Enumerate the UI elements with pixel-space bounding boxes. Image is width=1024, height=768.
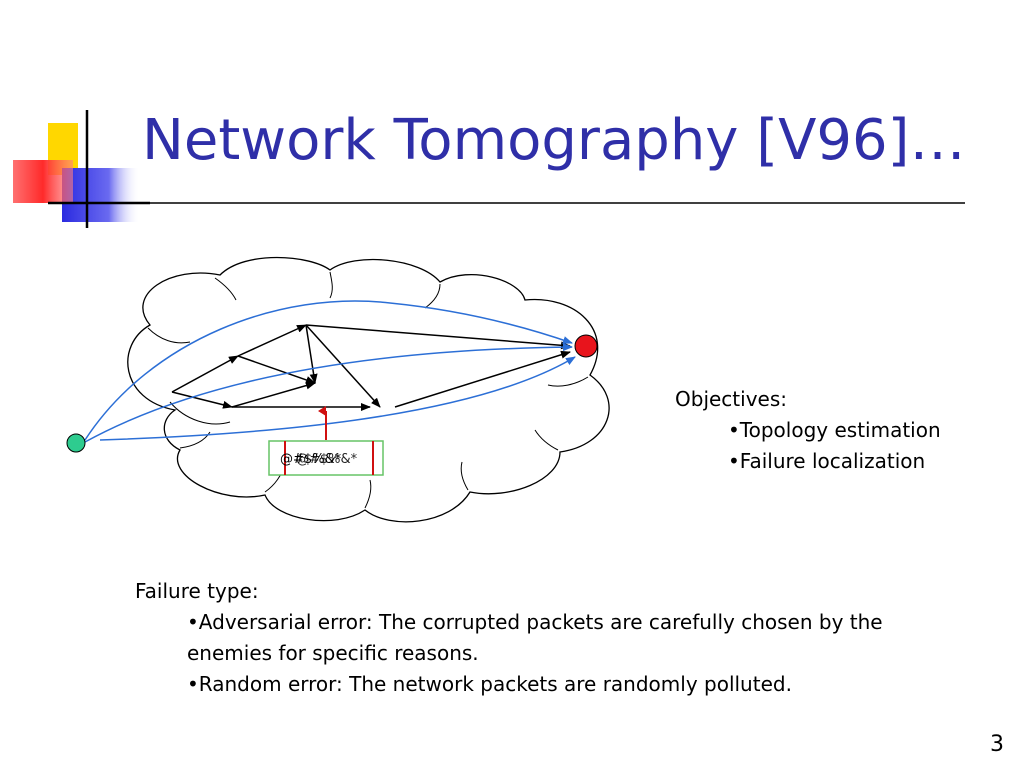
edge-e-d (231, 381, 316, 408)
deco-red-square (13, 160, 73, 203)
edge-c-f (305, 324, 381, 408)
probe-path-top (84, 300, 573, 441)
slide-title: Network Tomography [V96]… (142, 108, 966, 173)
title-decoration (13, 110, 150, 228)
edge-c-dst (305, 324, 571, 350)
edge-b-c (237, 324, 307, 357)
destination-node (574, 334, 598, 358)
edge-b-d (237, 355, 316, 384)
objectives-heading: Objectives: (675, 387, 787, 411)
source-node (66, 433, 86, 453)
objective-item: •Failure localization (728, 449, 926, 473)
edge-a-e (171, 391, 233, 409)
failure-item: •Random error: The network packets are r… (187, 672, 792, 696)
network-cloud (127, 256, 610, 523)
packet-label: @#$%&* (280, 452, 342, 467)
probe-path-middle (84, 343, 573, 443)
failure-heading: Failure type: (135, 579, 259, 603)
deco-blue-square (62, 168, 140, 222)
edge-c-d (305, 324, 318, 384)
probe-path-bottom (99, 356, 576, 441)
objective-item: •Topology estimation (728, 418, 941, 442)
objectives-block: Objectives: •Topology estimation •Failur… (675, 384, 941, 477)
failure-type-block: Failure type: •Adversarial error: The co… (135, 576, 955, 700)
packet-label-overlap: @#$%&* (296, 452, 358, 467)
failure-item: •Adversarial error: The corrupted packet… (187, 610, 883, 665)
edge-f-dst (394, 350, 571, 408)
packet-box (268, 440, 384, 476)
page-number: 3 (990, 732, 1004, 757)
edge-a-b (171, 355, 239, 393)
